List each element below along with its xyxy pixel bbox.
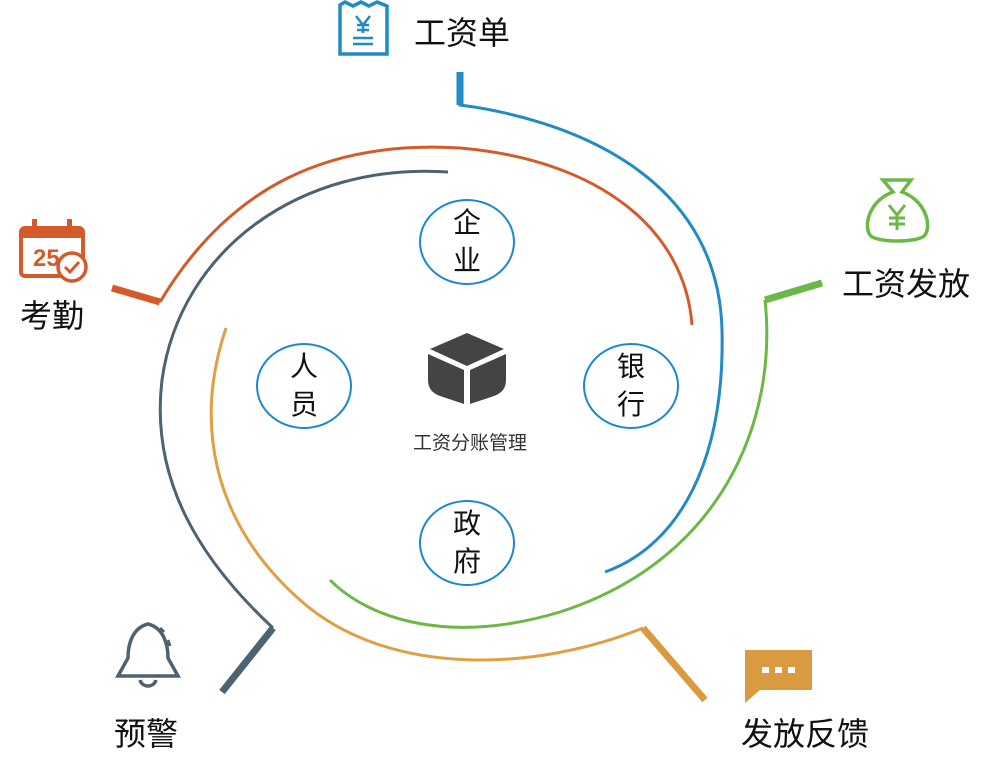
center-title: 工资分账管理 bbox=[412, 432, 527, 454]
node-text: 人 bbox=[289, 350, 318, 383]
arc-attendance bbox=[158, 145, 694, 326]
node-text: 业 bbox=[452, 244, 481, 277]
receipt-yen-icon bbox=[338, 0, 389, 56]
node-text: 政 bbox=[452, 507, 481, 540]
node-text: 银 bbox=[616, 350, 645, 383]
node-text: 员 bbox=[289, 388, 318, 421]
outer-label-payout: 工资发放 bbox=[842, 265, 971, 303]
node-personnel: 人 员 bbox=[256, 343, 352, 429]
outer-label-feedback: 发放反馈 bbox=[741, 715, 870, 753]
arc-payslip bbox=[458, 72, 724, 574]
node-bank: 银 行 bbox=[583, 343, 679, 429]
outer-label-payslip: 工资单 bbox=[414, 14, 511, 52]
node-text: 府 bbox=[452, 545, 481, 578]
node-text: 企 bbox=[452, 206, 481, 239]
svg-text:25: 25 bbox=[33, 245, 60, 272]
node-text: 行 bbox=[616, 388, 645, 421]
arc-payout-tick bbox=[763, 279, 824, 304]
cube-icon bbox=[428, 333, 506, 404]
arc-warning-tick bbox=[219, 625, 276, 695]
node-government: 政 府 bbox=[419, 500, 515, 586]
arc-warning bbox=[158, 169, 449, 630]
calendar-check-icon: 25 bbox=[19, 219, 88, 283]
arc-feedback bbox=[209, 327, 644, 662]
bell-icon bbox=[115, 622, 181, 688]
money-bag-icon bbox=[865, 178, 930, 243]
chat-bubble-icon bbox=[745, 650, 812, 703]
arc-feedback-tick bbox=[640, 625, 708, 703]
node-enterprise: 企 业 bbox=[419, 199, 515, 285]
outer-label-attendance: 考勤 bbox=[20, 297, 85, 335]
arc-attendance-tick bbox=[111, 284, 161, 306]
arc-payout bbox=[328, 299, 769, 629]
outer-label-warning: 预警 bbox=[114, 715, 179, 753]
